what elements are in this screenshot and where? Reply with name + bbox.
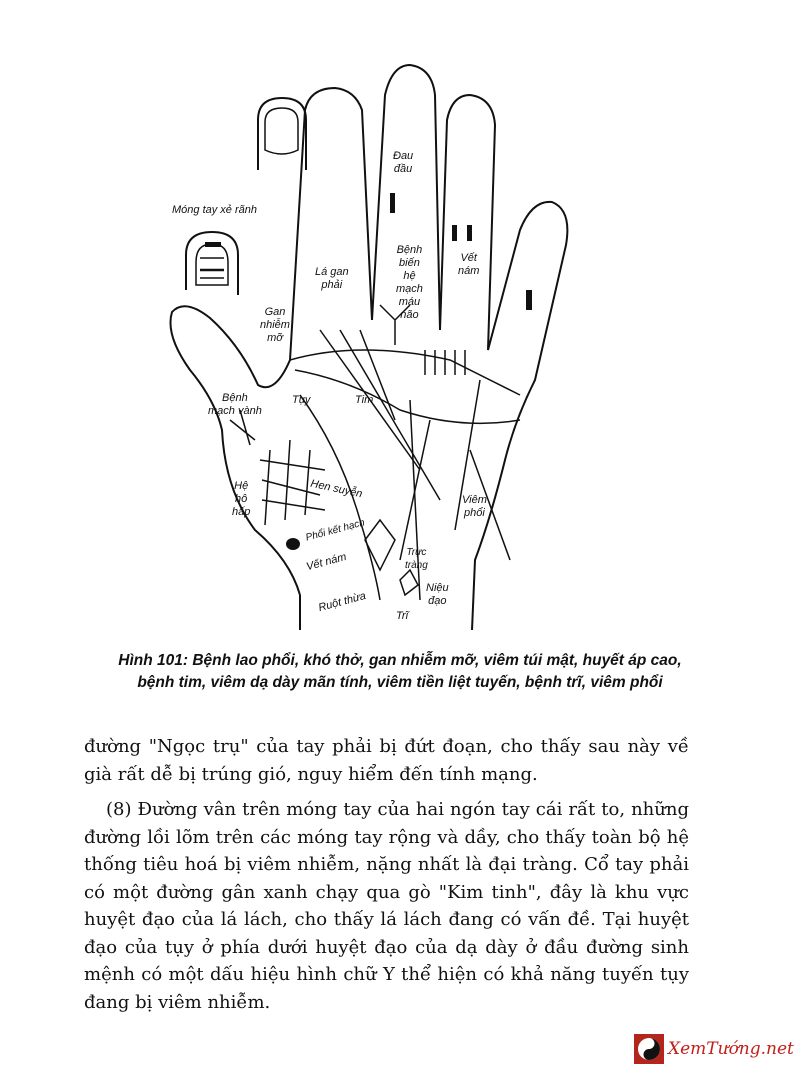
figure-caption: Hình 101: Bệnh lao phổi, khó thở, gan nh… [40, 650, 760, 694]
yin-yang-icon [634, 1034, 664, 1064]
label-viem-phoi: Viêm phổi [462, 494, 487, 519]
label-tuy: Tụy [292, 394, 311, 406]
caption-line-2: bệnh tim, viêm dạ dày mãn tính, viêm tiề… [137, 674, 663, 691]
label-gan-nhiem: Gan nhiễm mỡ [260, 306, 290, 344]
label-benh-bien: Bệnh biến hệ mạch máu não [396, 244, 423, 321]
label-tim: Tim [355, 394, 374, 406]
nail-sketch [185, 230, 239, 295]
caption-line-1: Hình 101: Bệnh lao phổi, khó thở, gan nh… [118, 652, 682, 669]
palm-diagram-figure: Móng tay xẻ rãnh Đau đầu Lá gan phải Bện… [169, 63, 569, 631]
label-la-gan: Lá gan phải [315, 266, 349, 291]
label-benh-mach-vanh: Bệnh mạch vành [208, 392, 262, 417]
paragraph-1: đường "Ngọc trụ" của tay phải bị đứt đoạ… [84, 736, 689, 785]
watermark-logo: XemTướng.net [634, 1034, 794, 1064]
label-dau-dau: Đau đầu [393, 150, 414, 175]
body-text: đường "Ngọc trụ" của tay phải bị đứt đoạ… [84, 733, 689, 1024]
label-nieu-dao: Niệu đạo [426, 582, 449, 607]
watermark-text: XemTướng.net [668, 1039, 794, 1059]
label-tri: Trĩ [396, 610, 409, 622]
label-truc-trang: Trực tràng [405, 547, 428, 571]
label-mong-tay: Móng tay xẻ rãnh [172, 204, 257, 216]
label-he-ho-hap: Hệ hô hấp [232, 480, 251, 518]
label-vet-nam-top: Vết nám [458, 252, 480, 277]
paragraph-2: (8) Đường vân trên móng tay của hai ngón… [84, 799, 689, 1013]
hand-outline [169, 63, 569, 631]
hand-drawing [169, 63, 569, 631]
dark-spot [286, 538, 300, 550]
